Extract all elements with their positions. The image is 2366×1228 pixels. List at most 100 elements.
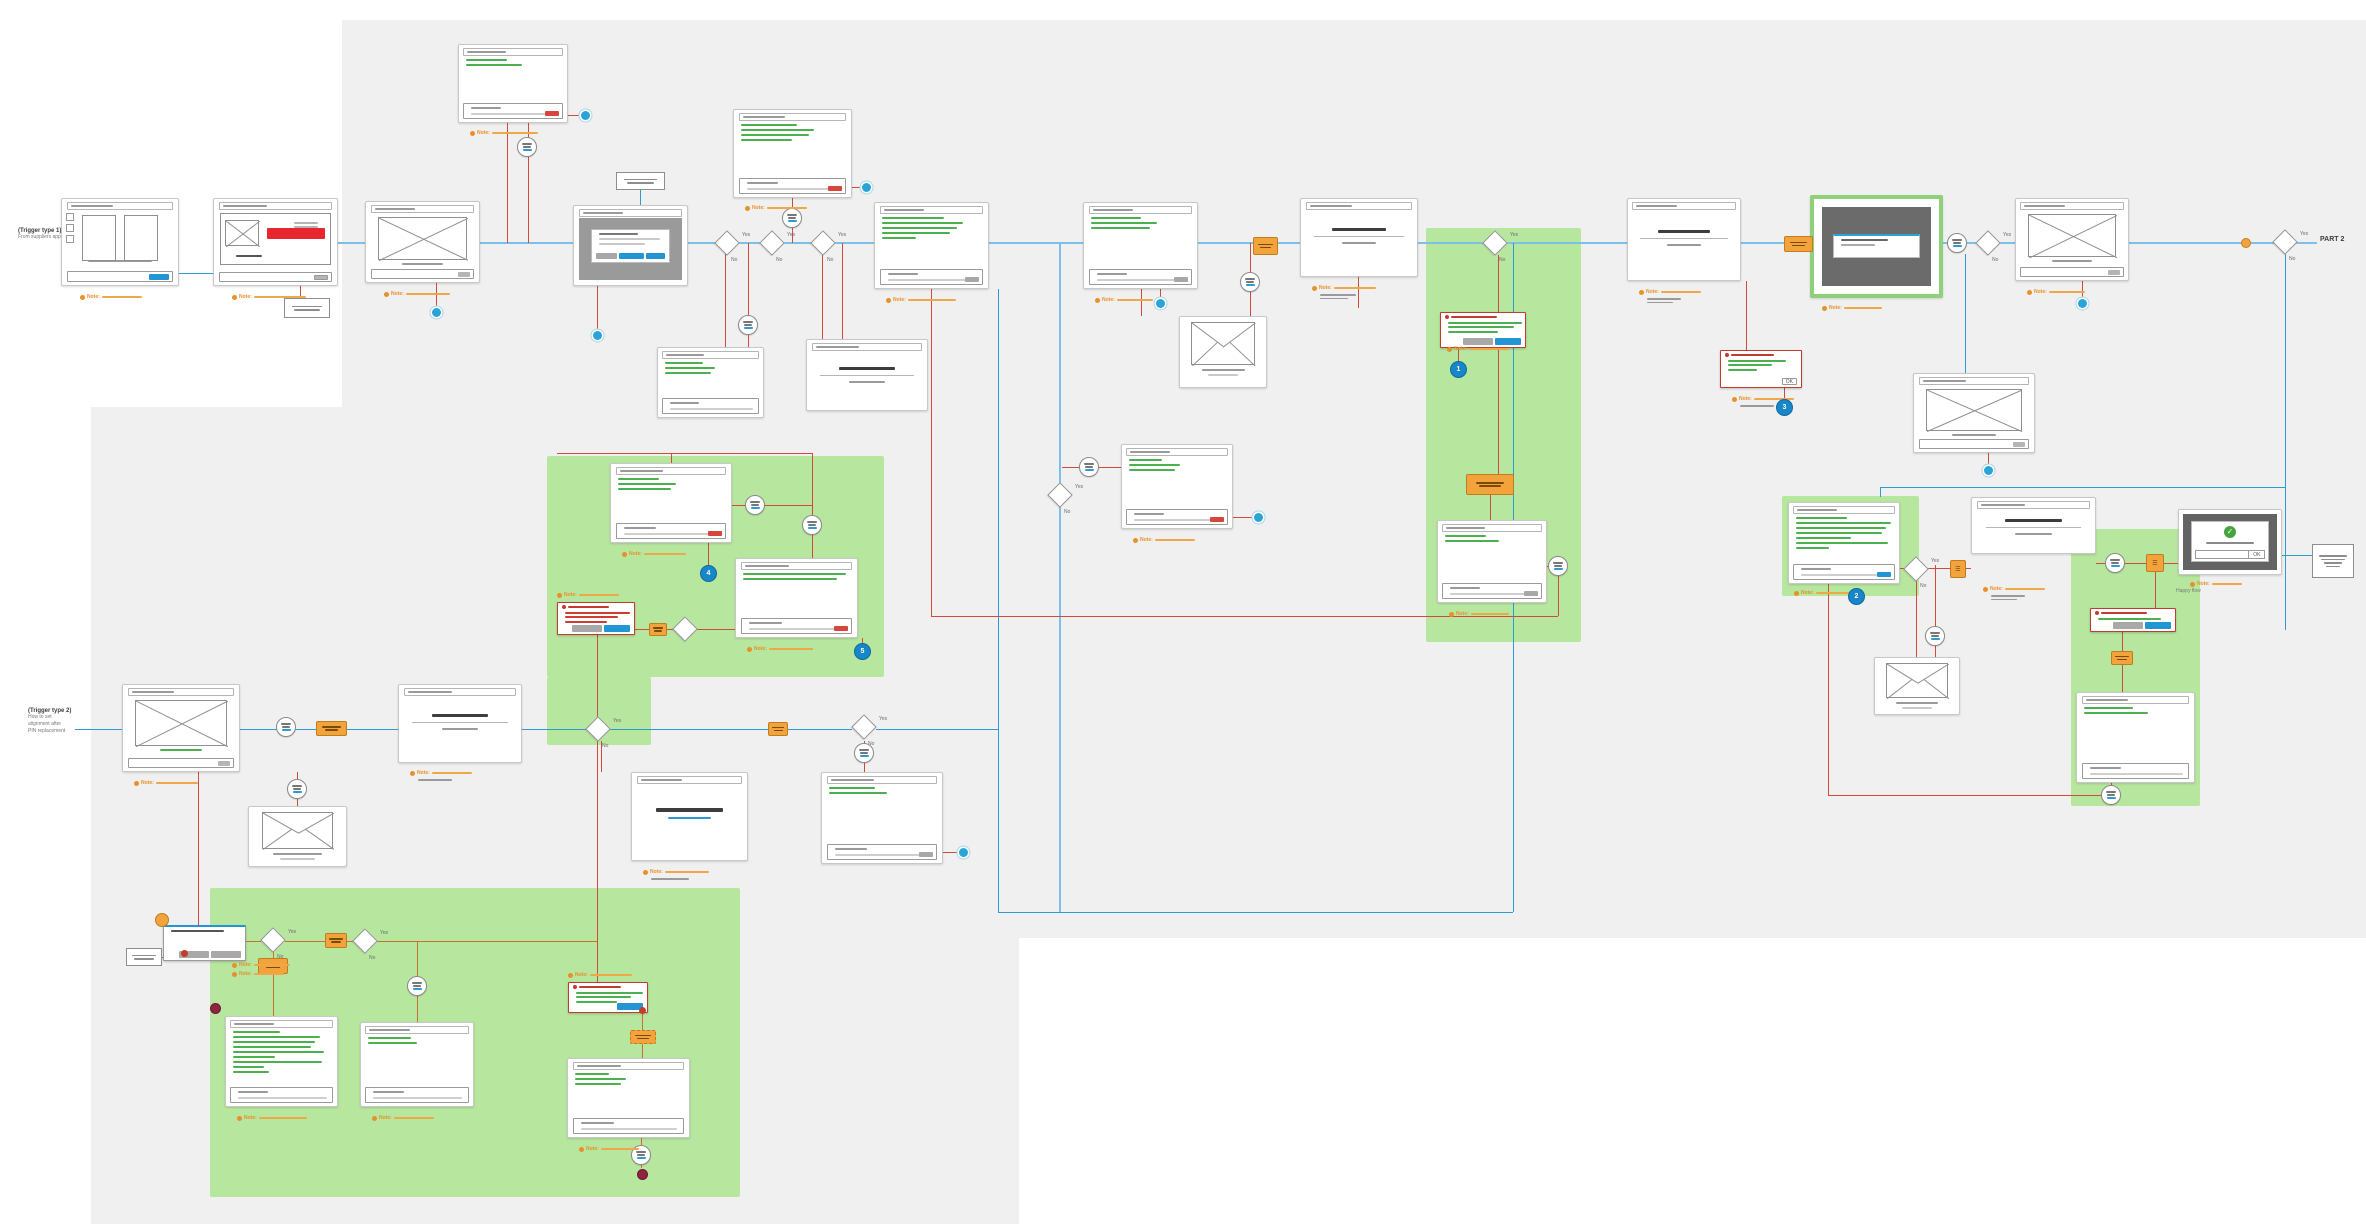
wireframe-grayscreen-card[interactable] [573, 205, 688, 286]
terminator-node[interactable] [637, 1169, 648, 1180]
wireframe-checkscreen-card[interactable]: ✓OK [2178, 509, 2282, 575]
start-end-node[interactable] [155, 913, 169, 927]
numbered-marker[interactable]: 3 [1776, 399, 1793, 416]
red-send-button[interactable] [544, 111, 559, 116]
gray-send-button[interactable] [1523, 591, 1538, 596]
decision-diamond[interactable] [1975, 230, 2001, 256]
icon-badge[interactable]: ☰ [2146, 554, 2164, 572]
wireframe-email-card[interactable] [458, 44, 568, 123]
process-circle-node[interactable] [1548, 556, 1568, 576]
numbered-marker[interactable]: 4 [700, 565, 717, 582]
process-circle-node[interactable] [407, 976, 427, 996]
decision-diamond[interactable] [714, 230, 740, 256]
wireframe-product-card[interactable] [213, 198, 338, 286]
gray-button[interactable] [572, 625, 602, 632]
step-badge[interactable] [1253, 237, 1278, 255]
wireframe-email-card[interactable] [821, 772, 943, 864]
footer-button[interactable] [2107, 270, 2120, 275]
gray-button[interactable] [211, 951, 241, 958]
wireframe-darkscreen-card[interactable] [1810, 195, 1943, 298]
wireframe-email-card[interactable] [733, 109, 852, 198]
step-badge[interactable] [1784, 236, 1813, 252]
process-circle-node[interactable] [517, 137, 537, 157]
process-circle-node[interactable] [1079, 457, 1099, 477]
wireframe-email-card[interactable] [1437, 520, 1547, 603]
gray-send-button[interactable] [1174, 277, 1189, 282]
step-badge[interactable] [2111, 651, 2133, 665]
page-thumbnail[interactable] [82, 215, 116, 261]
process-circle-node[interactable] [2101, 785, 2121, 805]
red-send-button[interactable] [708, 531, 723, 536]
gray-button[interactable] [2113, 622, 2143, 629]
tool-icon[interactable] [66, 235, 74, 243]
red-cta-button[interactable] [267, 228, 325, 239]
wireframe-envelope-card[interactable] [248, 806, 347, 867]
wireframe-email-card[interactable] [225, 1016, 338, 1107]
wireframe-email-card[interactable] [567, 1058, 690, 1138]
decision-diamond[interactable] [585, 716, 611, 742]
success-modal[interactable]: ✓OK [2190, 520, 2270, 563]
tool-icon[interactable] [66, 224, 74, 232]
dialog-card[interactable] [1440, 312, 1526, 348]
terminator-node[interactable] [210, 1003, 221, 1014]
red-send-button[interactable] [828, 186, 843, 191]
step-badge[interactable] [768, 722, 788, 736]
primary-blue-button[interactable] [149, 274, 170, 280]
wireframe-email-card[interactable] [2076, 692, 2195, 783]
decision-diamond[interactable] [352, 928, 378, 954]
decision-diamond[interactable] [759, 230, 785, 256]
wireframe-title-card[interactable] [1971, 497, 2096, 554]
blue-button[interactable] [645, 253, 665, 260]
wireframe-email-card[interactable] [610, 463, 732, 543]
dialog-card[interactable]: OK [1720, 350, 1802, 388]
process-circle-node[interactable] [631, 1145, 651, 1165]
dialog-card[interactable] [568, 982, 648, 1013]
wireframe-title-card[interactable] [1300, 198, 1418, 277]
annotation-note-box[interactable] [284, 298, 330, 318]
decision-diamond[interactable] [851, 714, 877, 740]
wireframe-email-card[interactable] [735, 558, 858, 638]
blue-send-button[interactable] [1876, 572, 1891, 577]
wireframe-email-card[interactable] [657, 347, 764, 418]
ok-button[interactable]: OK [1781, 378, 1797, 385]
footer-button[interactable] [218, 761, 231, 766]
process-circle-node[interactable] [2105, 553, 2125, 573]
process-circle-node[interactable] [1240, 272, 1260, 292]
tool-icon[interactable] [66, 213, 74, 221]
wireframe-title-card[interactable] [1627, 198, 1741, 281]
process-circle-node[interactable] [276, 717, 296, 737]
decision-diamond[interactable] [1903, 556, 1929, 582]
wireframe-email-card[interactable] [1788, 502, 1900, 584]
step-badge[interactable] [649, 623, 667, 636]
page-thumbnail[interactable] [124, 215, 158, 261]
dialog-card[interactable] [163, 925, 246, 961]
start-end-node[interactable] [2241, 238, 2251, 248]
notification-banner[interactable] [1832, 233, 1921, 258]
blue-button[interactable] [2145, 622, 2171, 629]
gray-send-button[interactable] [965, 277, 980, 282]
wireframe-title-card[interactable] [398, 684, 522, 763]
wireframe-image-card[interactable] [122, 684, 240, 772]
decision-diamond[interactable] [810, 230, 836, 256]
wireframe-email-card[interactable] [1083, 202, 1198, 289]
process-circle-node[interactable] [1925, 626, 1945, 646]
decision-diamond[interactable] [1047, 482, 1073, 508]
gray-button[interactable] [596, 253, 618, 260]
numbered-marker[interactable]: 5 [854, 643, 871, 660]
wireframe-image-card[interactable] [365, 201, 480, 283]
red-send-button[interactable] [834, 626, 849, 631]
step-badge[interactable] [325, 933, 347, 948]
wireframe-email-card[interactable] [1121, 444, 1233, 529]
decision-diamond[interactable] [1482, 230, 1508, 256]
red-send-button[interactable] [1209, 517, 1224, 522]
step-badge[interactable] [316, 721, 347, 736]
blue-button[interactable] [617, 1003, 643, 1010]
gray-send-button[interactable] [919, 852, 934, 857]
process-circle-node[interactable] [782, 208, 802, 228]
wireframe-gallery-card[interactable] [61, 198, 179, 286]
wireframe-envelope-card[interactable] [1874, 657, 1960, 715]
process-circle-node[interactable] [802, 515, 822, 535]
decision-diamond[interactable] [672, 616, 698, 642]
process-circle-node[interactable] [1947, 233, 1967, 253]
footer-button[interactable] [314, 275, 329, 280]
